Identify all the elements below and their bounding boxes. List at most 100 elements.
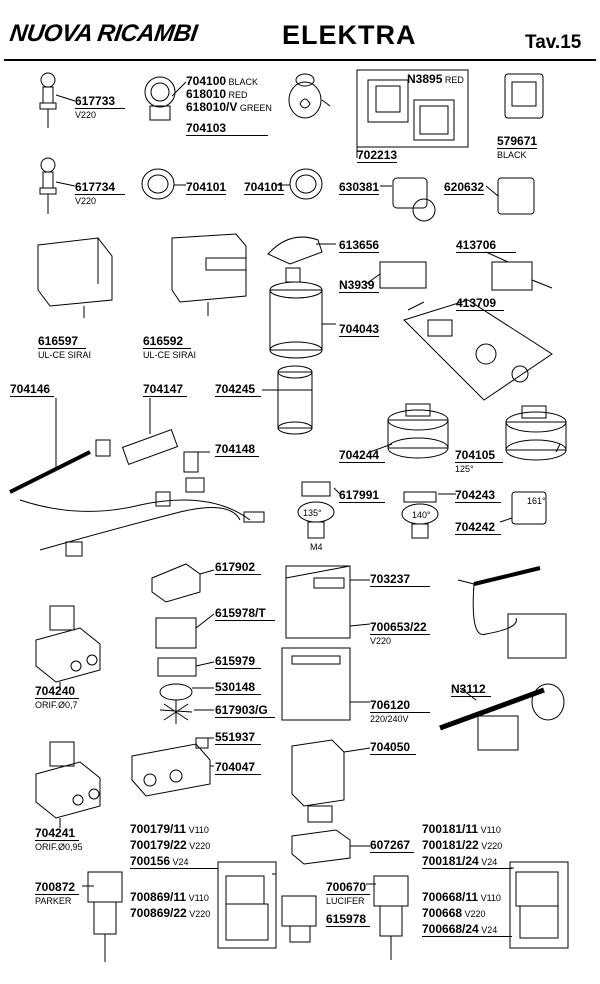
part-code-text: 700869/22 [130, 906, 187, 920]
part-code-704240: 704240 [35, 684, 75, 698]
part-code-text: 704245 [215, 382, 256, 396]
part-code-615978: 615978 [326, 912, 366, 926]
part-code-suffix: V220 [186, 841, 211, 851]
solenoid-valve-drawing-1 [225, 875, 269, 941]
part-code-text: 704050 [370, 740, 411, 754]
part-note-706120: 220/240V [370, 714, 409, 724]
part-code-underline [35, 698, 79, 699]
part-code-underline [38, 348, 86, 349]
part-code-text: 617733 [75, 94, 116, 108]
part-code-underline [455, 534, 501, 535]
part-code-text: 704148 [215, 442, 256, 456]
part-code-text: 616597 [38, 334, 79, 348]
part-code-702213: 702213 [357, 148, 397, 162]
switch-box-frame [356, 69, 469, 148]
part-code-suffix: V110 [186, 893, 209, 903]
part-code-text: 615978 [326, 912, 367, 926]
part-note-579671: BLACK [497, 150, 527, 160]
part-code-text: 704043 [339, 322, 380, 336]
part-code-text: 700869/11 [130, 890, 187, 904]
rocker-switch-drawing [504, 73, 544, 119]
part-code-underline [370, 586, 430, 587]
part-code-underline [35, 840, 79, 841]
part-code-text: 700668/11 [422, 890, 479, 904]
part-note-616592: UL-CE SIRAI [143, 350, 197, 360]
part-code-text: N3112 [451, 682, 486, 696]
pressure-switch-drawing-2 [171, 233, 247, 316]
part-code-text: 704101 [244, 180, 285, 194]
part-code-text: 704243 [455, 488, 496, 502]
part-code-text: 613656 [339, 238, 380, 252]
part-code-text: 700670 [326, 880, 367, 894]
part-code-text: 530148 [215, 680, 256, 694]
part-code-704043: 704043 [339, 322, 379, 336]
part-code-underline [455, 462, 503, 463]
pressurestat-drawing-1 [387, 403, 449, 459]
relay-drawing-704050 [291, 739, 345, 823]
part-code-text: 615978/T [215, 606, 266, 620]
part-code-700181_24: 700181/24 V24 [422, 854, 497, 869]
part-code-text: 704147 [143, 382, 184, 396]
part-code-617903: 617903/G [215, 703, 268, 717]
part-code-text: 618010/V [186, 100, 238, 114]
solenoid-valve-drawing-700872 [87, 871, 123, 962]
part-code-text: 700156 [130, 854, 171, 868]
part-code-700872: 700872 [35, 880, 75, 894]
knob-drawing-2 [289, 168, 323, 200]
thermostat-drawing-3 [511, 491, 547, 525]
valve-drawing-704241 [35, 741, 101, 819]
part-code-617991: 617991 [339, 488, 379, 502]
indicator-lamp-drawing [144, 76, 176, 121]
part-code-617902: 617902 [215, 560, 255, 574]
part-code-413709: 413709 [456, 296, 496, 310]
selector-knob-drawing [267, 236, 323, 265]
part-code-704101a: 704101 [186, 180, 226, 194]
valve-drawing-704240 [35, 605, 101, 683]
part-code-704050: 704050 [370, 740, 410, 754]
heating-element-drawing-1 [39, 72, 57, 128]
part-code-704245: 704245 [215, 382, 255, 396]
part-code-underline [339, 194, 379, 195]
part-code-text: 579671 [497, 134, 538, 148]
part-code-underline [244, 194, 284, 195]
part-code-551937: 551937 [215, 730, 255, 744]
thermostat-drawing-2 [401, 491, 439, 539]
part-code-text: 618010 [186, 87, 227, 101]
part-code-700668: 700668 V220 [422, 906, 486, 921]
capillary-thermostat-drawing [472, 566, 567, 659]
microswitch-box-413709 [403, 299, 553, 401]
wiring-harness-drawing [9, 429, 265, 557]
part-code-700869_22: 700869/22 V220 [130, 906, 210, 921]
page-header: NUOVA RICAMBI ELEKTRA Tav.15 [0, 0, 600, 62]
page-title: ELEKTRA [282, 20, 417, 50]
part-code-suffix: RED [442, 75, 464, 85]
part-note-700670: LUCIFER [326, 896, 365, 906]
part-note-704240: ORIF.Ø0,7 [35, 700, 78, 710]
part-code-704103: 704103 [186, 121, 226, 135]
microswitch-drawing-n3939 [379, 261, 427, 289]
part-code-text: 704240 [35, 684, 76, 698]
part-code-underline [35, 894, 79, 895]
part-code-underline [326, 894, 370, 895]
part-code-704146: 704146 [10, 382, 50, 396]
part-code-700179_11: 700179/11 V110 [130, 822, 209, 837]
part-code-text: 617734 [75, 180, 116, 194]
solenoid-valve-frame-1 [217, 861, 277, 949]
flowmeter-drawing [131, 737, 211, 797]
heating-element-drawing-2 [39, 157, 57, 214]
part-code-n3939: N3939 [339, 278, 374, 292]
gasket-drawing [157, 657, 197, 677]
leader-lines [55, 81, 561, 887]
part-code-underline [143, 348, 191, 349]
relay-cap-drawing [291, 829, 351, 865]
part-code-suffix: BLACK [226, 77, 259, 87]
part-code-704105: 704105 [455, 448, 495, 462]
part-code-616592: 616592 [143, 334, 183, 348]
part-code-616597: 616597 [38, 334, 78, 348]
part-code-underline [215, 744, 261, 745]
pressure-switch-drawing-1 [37, 237, 113, 318]
part-code-text: 704105 [455, 448, 496, 462]
capacitor-drawing [277, 365, 313, 435]
part-code-607267: 607267 [370, 838, 410, 852]
part-code-text: 704047 [215, 760, 256, 774]
